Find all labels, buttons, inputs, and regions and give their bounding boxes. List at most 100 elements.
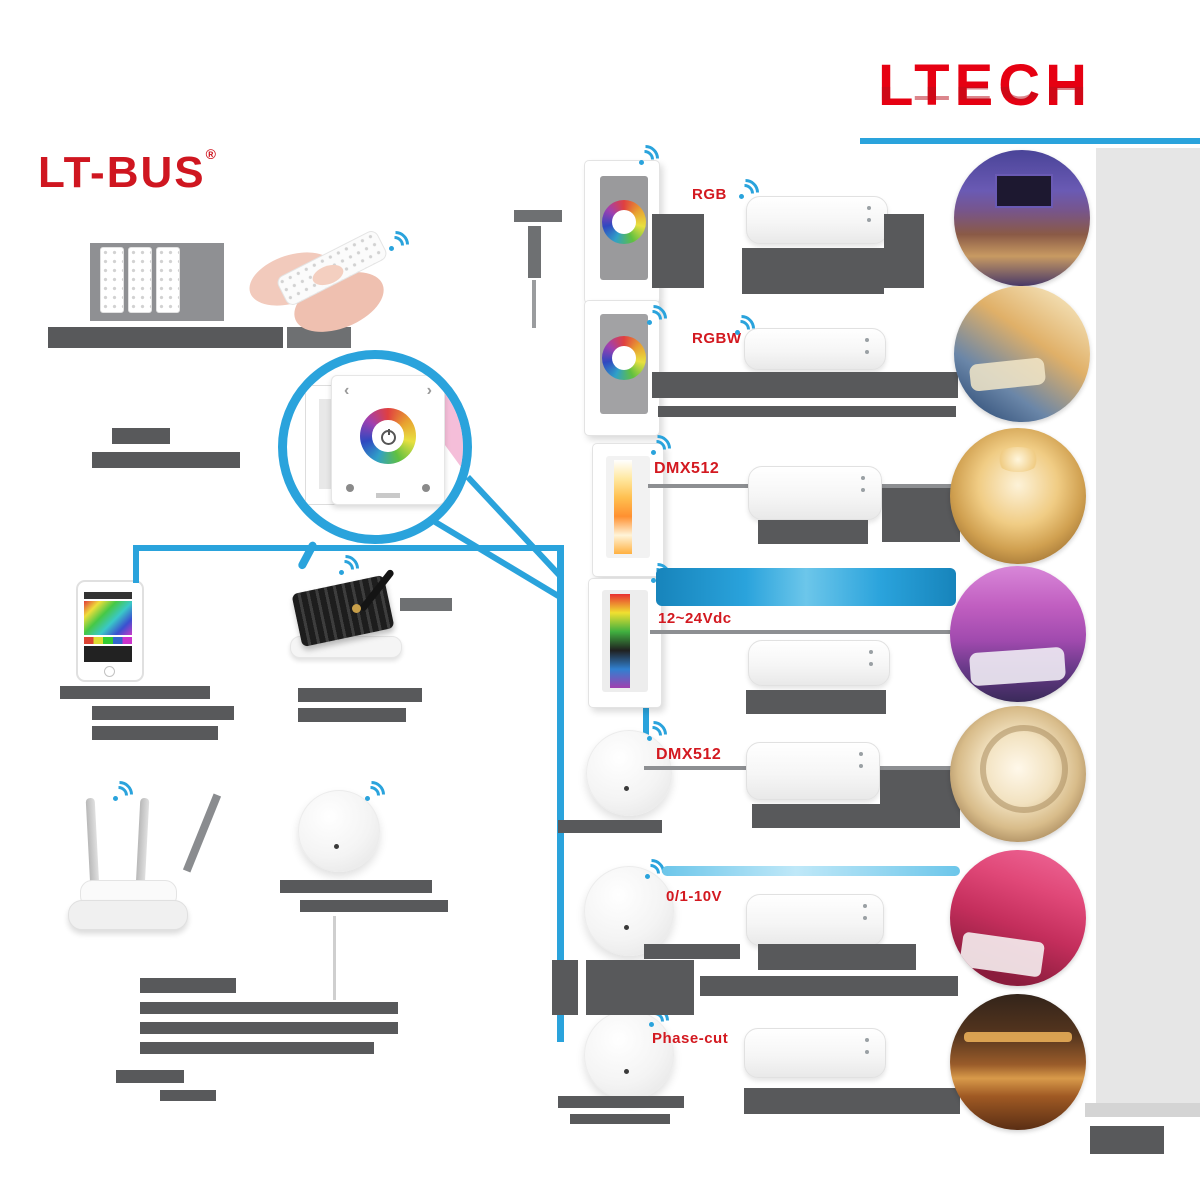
lt-bus-logo-text: LT-BUS bbox=[38, 148, 206, 197]
shelf-line bbox=[650, 630, 960, 634]
text-bar bbox=[552, 960, 578, 1015]
counter-shape bbox=[958, 931, 1045, 978]
protocol-label: 0/1-10V bbox=[666, 888, 723, 905]
magnifier-circle: ‹ › bbox=[278, 350, 472, 544]
wifi-router bbox=[68, 900, 188, 930]
diagonal-connector bbox=[182, 793, 222, 873]
sofa-shape bbox=[969, 356, 1047, 392]
power-icon bbox=[381, 430, 396, 445]
rotary-knob-panel bbox=[584, 866, 674, 956]
rotary-knob-panel bbox=[586, 730, 672, 816]
rainbow-strip bbox=[610, 594, 630, 688]
wifi-icon bbox=[638, 429, 677, 468]
led-strip-light bbox=[662, 866, 960, 876]
router-antenna bbox=[135, 797, 150, 889]
antenna-connector bbox=[352, 604, 361, 613]
chandelier-glow bbox=[996, 447, 1040, 472]
text-bar bbox=[652, 372, 958, 398]
text-bar bbox=[300, 900, 448, 912]
led-driver bbox=[748, 466, 882, 520]
led-driver bbox=[746, 196, 888, 244]
bus-line-vertical bbox=[557, 545, 564, 1042]
drop-line bbox=[333, 916, 336, 1000]
text-bar bbox=[652, 214, 704, 288]
router-antenna bbox=[85, 797, 100, 889]
bottle-shelf-glow bbox=[963, 1032, 1073, 1042]
text-bar bbox=[140, 978, 236, 993]
phone-topbar bbox=[84, 592, 132, 599]
color-wheel bbox=[602, 336, 646, 380]
led-driver bbox=[744, 328, 886, 370]
protocol-label: DMX512 bbox=[654, 460, 720, 477]
scene-photo-home-theater bbox=[954, 150, 1090, 286]
text-bar bbox=[92, 726, 218, 740]
text-bar bbox=[884, 214, 924, 288]
app-keyboard bbox=[84, 646, 132, 662]
text-bar bbox=[112, 428, 170, 444]
scene-photo-bar-lounge bbox=[950, 850, 1086, 986]
led-driver bbox=[746, 742, 880, 800]
text-bar bbox=[746, 690, 886, 714]
text-bar bbox=[758, 944, 916, 970]
app-swatch-row bbox=[84, 637, 132, 644]
scene-photo-bedroom bbox=[950, 566, 1086, 702]
rotary-knob-panel bbox=[298, 790, 380, 872]
wifi-icon bbox=[376, 225, 415, 264]
text-bar bbox=[48, 327, 283, 348]
wifi-icon bbox=[326, 549, 365, 588]
bus-line-horizontal bbox=[133, 545, 559, 551]
led-driver bbox=[746, 894, 884, 946]
text-bar bbox=[752, 804, 882, 828]
dome-ring bbox=[979, 725, 1069, 814]
drop-line bbox=[532, 280, 536, 328]
text-bar bbox=[287, 327, 351, 348]
text-bar bbox=[514, 210, 562, 222]
protocol-label: RGB bbox=[692, 186, 727, 203]
text-bar bbox=[880, 770, 960, 828]
text-bar bbox=[298, 708, 406, 722]
scene-photo-living-room bbox=[954, 286, 1090, 422]
led-driver bbox=[748, 640, 890, 686]
scene-photo-hotel-lobby bbox=[950, 428, 1086, 564]
text-bar bbox=[700, 976, 958, 996]
scene-photo-bar-counter bbox=[950, 994, 1086, 1130]
text-bar bbox=[528, 226, 541, 278]
text-bar bbox=[570, 1114, 670, 1124]
wall-switch-panel bbox=[156, 247, 180, 313]
touch-panel-front: ‹ › bbox=[331, 375, 445, 505]
text-bar bbox=[140, 1002, 398, 1014]
text-bar bbox=[742, 248, 884, 294]
text-bar bbox=[140, 1042, 374, 1054]
text-bar bbox=[400, 598, 452, 611]
smartphone bbox=[76, 580, 144, 682]
brand-mini-bar bbox=[376, 493, 400, 498]
led-strip-blue bbox=[656, 568, 956, 606]
wifi-icon bbox=[634, 715, 673, 754]
text-bar bbox=[882, 488, 960, 542]
ltech-logo: LTECH bbox=[878, 53, 1093, 118]
wifi-icon bbox=[100, 775, 139, 814]
wall-switch-panel bbox=[128, 247, 152, 313]
text-bar bbox=[92, 452, 240, 468]
color-wheel bbox=[602, 200, 646, 244]
protocol-label: Phase-cut bbox=[652, 1030, 729, 1047]
text-bar bbox=[298, 688, 422, 702]
home-button bbox=[104, 666, 115, 677]
text-bar bbox=[558, 820, 662, 833]
app-color-picker bbox=[84, 601, 132, 635]
voltage-label: 12~24Vdc bbox=[658, 610, 732, 627]
text-bar bbox=[60, 686, 210, 699]
cct-strip bbox=[614, 460, 632, 554]
arrow-left-glyph: ‹ bbox=[344, 382, 350, 399]
arrow-right-glyph: › bbox=[426, 382, 432, 399]
bed-shape bbox=[969, 647, 1067, 687]
text-bar bbox=[140, 1022, 398, 1034]
text-bar bbox=[658, 406, 956, 417]
text-bar bbox=[558, 1096, 684, 1108]
wall-switch-panel bbox=[100, 247, 124, 313]
footer-text-bar bbox=[1090, 1126, 1164, 1154]
text-bar bbox=[644, 944, 740, 959]
theater-screen bbox=[994, 174, 1054, 209]
dim-icon bbox=[346, 484, 354, 492]
